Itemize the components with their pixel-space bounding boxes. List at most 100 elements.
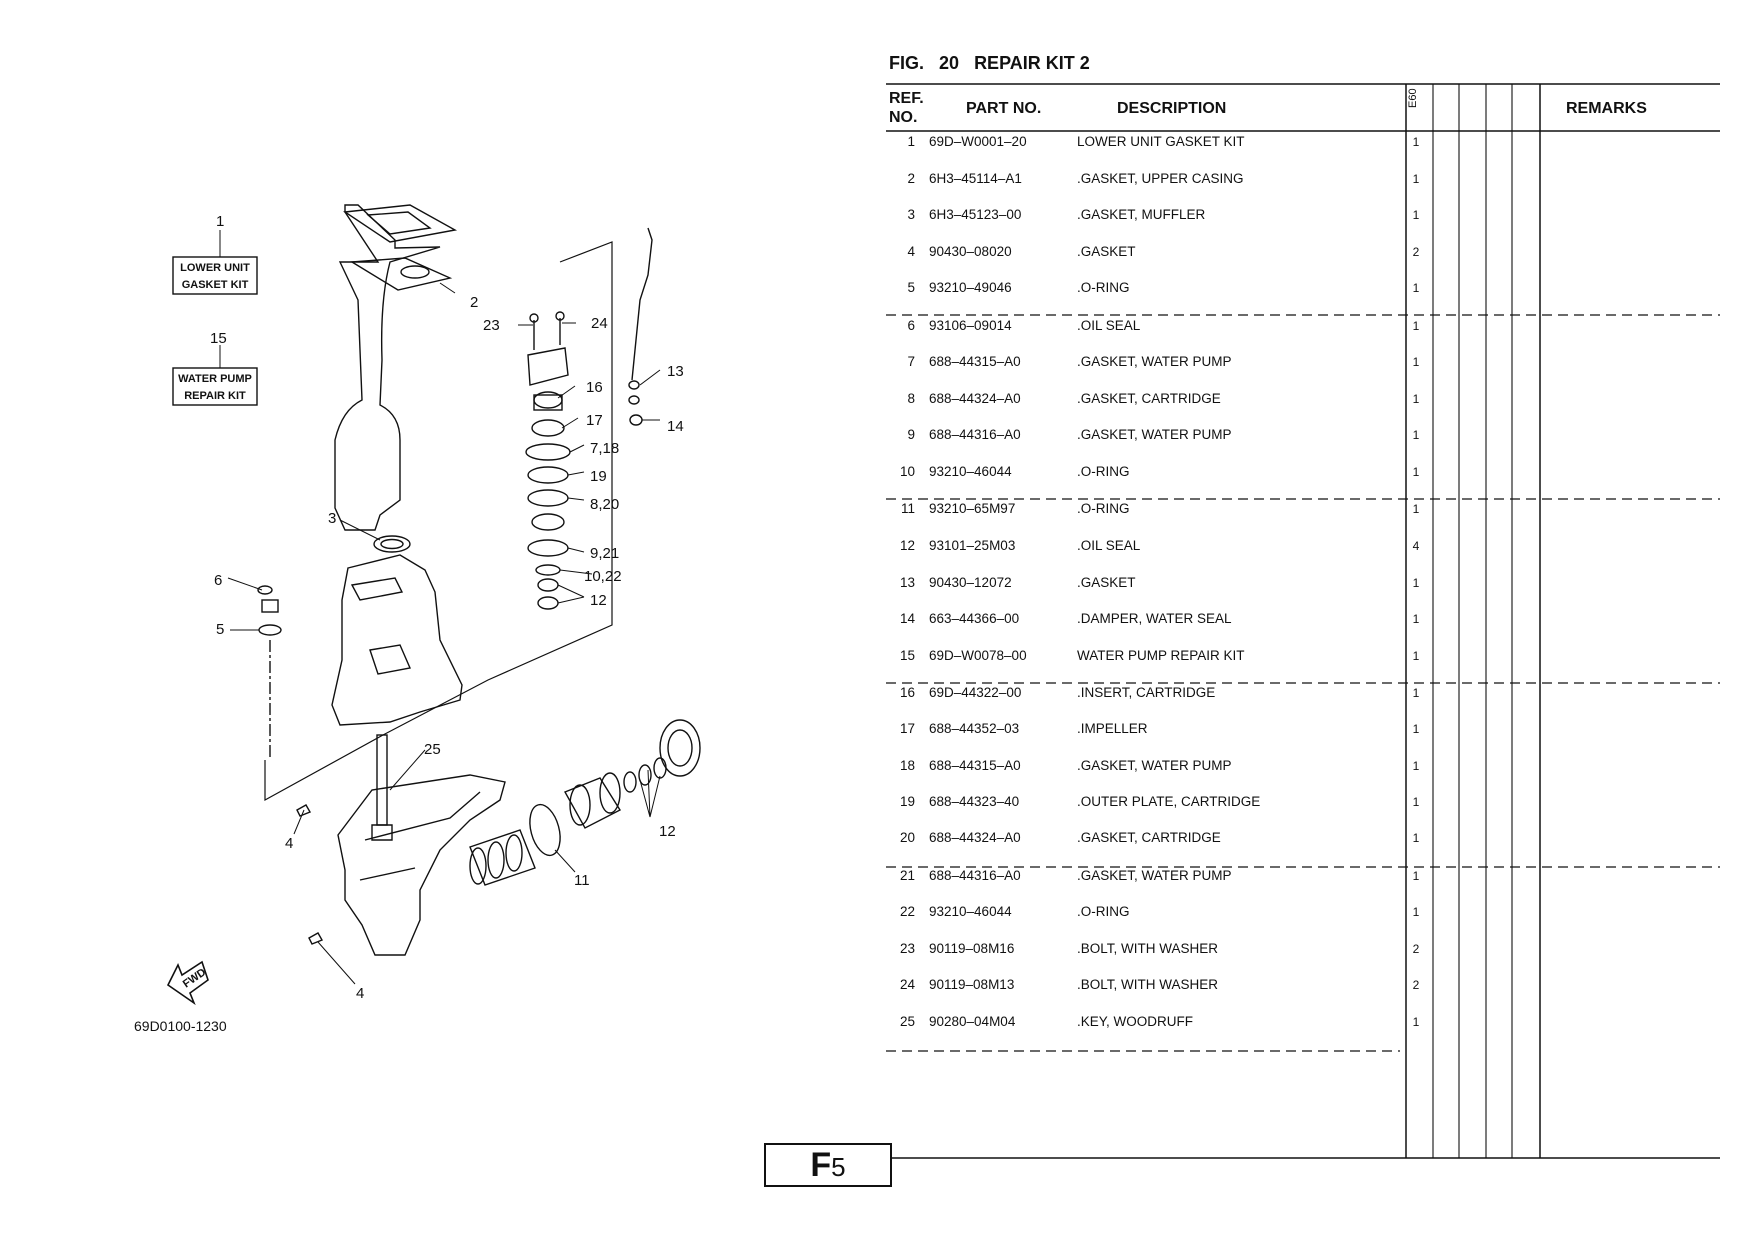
bearing-housing-drawing: [564, 777, 621, 829]
description: .INSERT, CARTRIDGE: [1077, 685, 1216, 700]
quantity: 1: [1412, 612, 1420, 626]
description: LOWER UNIT GASKET KIT: [1077, 134, 1245, 149]
lower-unit-kit-line-1: LOWER UNIT: [180, 262, 250, 274]
ref-no: 18: [899, 758, 915, 773]
callout-25: 25: [424, 741, 441, 758]
water-tube-drawing: [631, 227, 653, 381]
gear-case-drawing: [337, 774, 506, 956]
ref-no: 21: [899, 868, 915, 883]
part-no: 93106–09014: [929, 318, 1012, 333]
o-ring-5-drawing: [258, 624, 282, 636]
part-no: 688–44324–A0: [929, 391, 1021, 406]
header-remarks: REMARKS: [1566, 100, 1647, 117]
callout-4-b: 4: [356, 985, 364, 1002]
quantity: 1: [1412, 502, 1420, 516]
description: .GASKET, WATER PUMP: [1077, 427, 1232, 442]
description: .IMPELLER: [1077, 721, 1148, 736]
grommet-13: [628, 380, 640, 390]
part-no: 663–44366–00: [929, 611, 1020, 626]
drawing-number: 69D0100-1230: [134, 1018, 227, 1034]
description: .KEY, WOODRUFF: [1077, 1014, 1194, 1029]
gasket-4b-drawing: [308, 932, 324, 945]
top-plate-drawing: [343, 204, 458, 243]
ref-no: 5: [907, 280, 915, 295]
header-model-e80: E60: [1407, 88, 1419, 108]
quantity: 1: [1412, 686, 1420, 700]
quantity: 1: [1412, 172, 1420, 186]
part-no: 90280–04M04: [929, 1014, 1016, 1029]
part-no: 6H3–45114–A1: [929, 171, 1022, 186]
quantity: 2: [1412, 942, 1420, 956]
header-ref-line-2: NO.: [889, 109, 918, 126]
callout-13: 13: [667, 363, 684, 380]
oil-seal-6-drawing: [257, 585, 273, 595]
damper-13b: [628, 395, 640, 405]
muffler-gasket-drawing: [373, 535, 411, 553]
muffler-gasket-inner: [380, 538, 404, 550]
ref-no: 16: [899, 685, 915, 700]
callout-14: 14: [667, 418, 684, 435]
callout-9-21: 9,21: [590, 545, 619, 562]
header-description: DESCRIPTION: [1117, 100, 1227, 117]
ref-no: 25: [899, 1014, 915, 1029]
part-no: 688–44323–40: [929, 794, 1020, 809]
callout-16: 16: [586, 379, 603, 396]
upper-casing-drawing: [334, 204, 441, 531]
ref-no: 12: [899, 538, 915, 553]
quantity: 1: [1412, 795, 1420, 809]
quantity: 1: [1412, 428, 1420, 442]
quantity: 1: [1412, 281, 1420, 295]
ref-no: 7: [907, 354, 915, 369]
prop-shaft-housing-drawing: [469, 829, 536, 886]
ref-no: 9: [907, 427, 915, 442]
plate-drawing: [531, 513, 565, 531]
gasket-9-21-drawing: [527, 539, 569, 557]
gasket-8-20-drawing: [527, 489, 569, 507]
description: .O-RING: [1077, 464, 1130, 479]
part-no: 93210–49046: [929, 280, 1012, 295]
header-part-no: PART NO.: [966, 100, 1042, 117]
water-pump-kit-line-1: WATER PUMP: [178, 373, 252, 385]
lower-unit-kit-box: [172, 256, 258, 295]
bolt-24-head: [555, 311, 565, 321]
prop-shaft-ring-2: [487, 841, 505, 879]
description: .GASKET, WATER PUMP: [1077, 354, 1232, 369]
ref-no: 19: [899, 794, 915, 809]
gear-case-skeg: [364, 791, 481, 841]
quantity: 4: [1412, 539, 1420, 553]
description: .GASKET, CARTRIDGE: [1077, 830, 1221, 845]
callout-2: 2: [470, 294, 478, 311]
part-no: 90430–08020: [929, 244, 1012, 259]
callout-24: 24: [591, 315, 608, 332]
part-no: 69D–W0078–00: [929, 648, 1027, 663]
kit-ref-1: 1: [216, 213, 224, 230]
lower-case-body-drawing: [331, 554, 463, 726]
ref-no: 8: [907, 391, 915, 406]
page-section: F: [810, 1146, 832, 1184]
ref-no: 1: [907, 134, 915, 149]
quantity: 1: [1412, 576, 1420, 590]
description: .BOLT, WITH WASHER: [1077, 941, 1219, 956]
oil-seal-b: [638, 764, 652, 786]
ref-no: 14: [899, 611, 915, 626]
o-ring-10-22-drawing: [535, 564, 561, 576]
part-no: 90119–08M13: [929, 977, 1015, 992]
quantity: 1: [1412, 722, 1420, 736]
quantity: 1: [1412, 208, 1420, 222]
lower-case-detail: [350, 577, 404, 601]
gasket-opening: [400, 265, 430, 279]
